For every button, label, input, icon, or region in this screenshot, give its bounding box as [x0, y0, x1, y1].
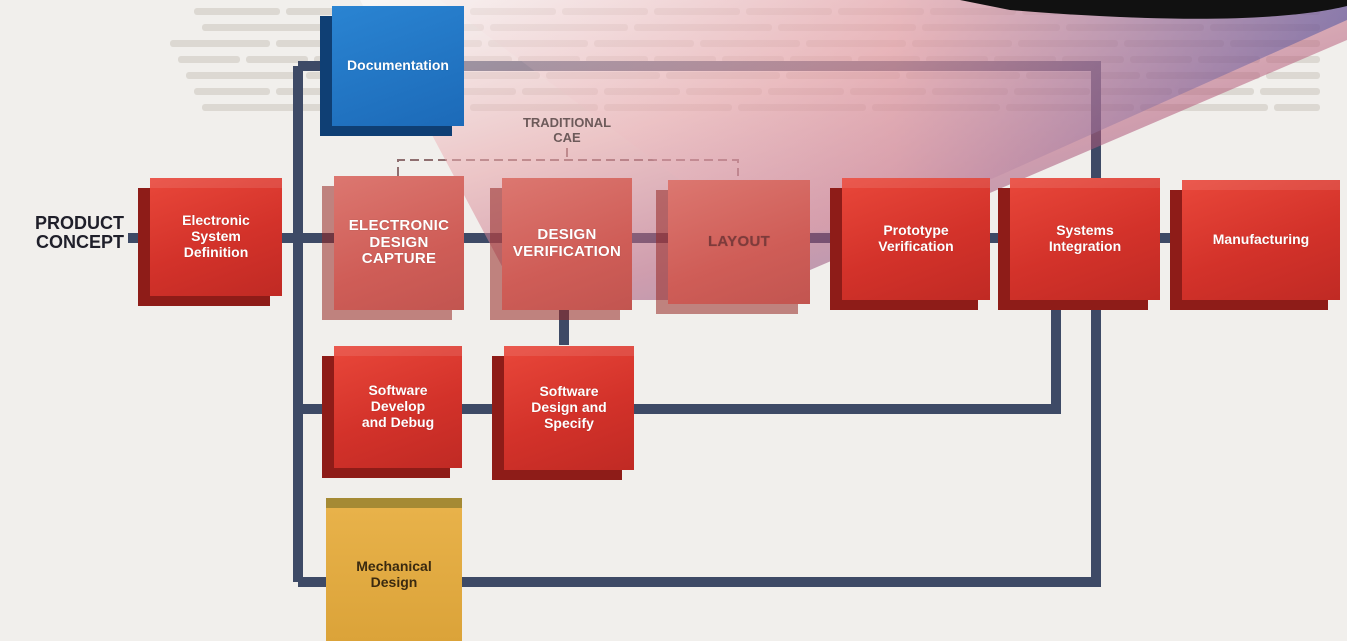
systems-integration-box: Systems Integration: [1010, 178, 1160, 300]
software-design-specify-box: Software Design and Specify: [504, 346, 634, 470]
mechanical-design-box: Mechanical Design: [326, 508, 462, 641]
design-verification-label: DESIGN VERIFICATION: [513, 227, 621, 261]
connector-sw-design-to-systems: [632, 300, 1056, 409]
traditional-cae-label: TRADITIONAL CAE: [492, 116, 642, 146]
manufacturing-label: Manufacturing: [1213, 232, 1309, 248]
prototype-verification-label: Prototype Verification: [878, 223, 953, 254]
electronic-system-definition-box: Electronic System Definition: [150, 178, 282, 296]
software-design-specify-label: Software Design and Specify: [531, 384, 606, 431]
software-develop-debug-label: Software Develop and Debug: [362, 383, 434, 430]
mechanical-design-label: Mechanical Design: [356, 559, 431, 590]
design-verification-box: DESIGN VERIFICATION: [502, 178, 632, 310]
systems-integration-label: Systems Integration: [1049, 223, 1121, 254]
layout-box: LAYOUT: [668, 180, 810, 304]
electronic-system-definition-label: Electronic System Definition: [182, 213, 250, 260]
prototype-verification-box: Prototype Verification: [842, 178, 990, 300]
electronic-design-capture-label: ELECTRONIC DESIGN CAPTURE: [349, 218, 450, 268]
manufacturing-box: Manufacturing: [1182, 180, 1340, 300]
product-concept-label: PRODUCT CONCEPT: [6, 214, 124, 252]
electronic-design-capture-box: ELECTRONIC DESIGN CAPTURE: [334, 176, 464, 310]
layout-label: LAYOUT: [708, 234, 770, 251]
software-develop-debug-box: Software Develop and Debug: [334, 346, 462, 468]
documentation-label: Documentation: [347, 58, 449, 74]
documentation-box: Documentation: [332, 6, 464, 126]
